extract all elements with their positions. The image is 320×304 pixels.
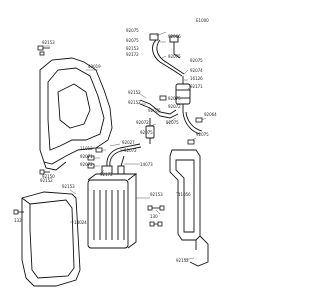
canister-cover xyxy=(21,191,81,287)
canister-bracket xyxy=(169,149,209,267)
part-label: 92072 xyxy=(136,120,149,125)
part-label: 92027 xyxy=(122,140,135,145)
part-label: 92075 xyxy=(126,38,139,43)
charcoal-canister xyxy=(87,165,138,249)
leader-lines xyxy=(44,31,207,261)
separator-valve xyxy=(175,76,191,112)
part-label: 92172 xyxy=(100,172,113,177)
part-label: 49019 xyxy=(88,64,101,69)
part-label: 92075 xyxy=(166,120,179,125)
side-shield xyxy=(39,57,113,171)
ref-code: E1000 xyxy=(196,18,209,23)
part-label: 92171 xyxy=(190,84,203,89)
bolt-cover-left xyxy=(13,209,24,215)
part-label: 92152 xyxy=(128,90,141,95)
part-label: 92071 xyxy=(80,154,93,159)
upper-hose xyxy=(149,33,185,77)
part-label: 92153 xyxy=(42,40,55,45)
part-label: 14024 xyxy=(74,220,87,225)
part-label: 92064 xyxy=(204,112,217,117)
part-label: 92075 xyxy=(190,58,203,63)
part-label: 92066 xyxy=(168,34,181,39)
part-label: 92075 xyxy=(126,28,139,33)
part-label: 16126 xyxy=(190,76,203,81)
part-label: 92075 xyxy=(148,108,161,113)
bolt-shield-bottom xyxy=(39,169,50,175)
part-labels: 92153 49019 92152 92075 92075 92172 9206… xyxy=(14,28,217,263)
part-label: 92075 xyxy=(196,132,209,137)
part-label: 11012 xyxy=(80,146,93,151)
part-label: 11056 xyxy=(178,192,191,197)
part-label: 92152 xyxy=(128,100,141,105)
part-label: 14073 xyxy=(140,162,153,167)
part-label: 92075 xyxy=(140,130,153,135)
part-label: 92075 xyxy=(168,96,181,101)
bolt-top-left xyxy=(37,45,50,56)
part-label: 92072 xyxy=(124,148,137,153)
bracket-bolts xyxy=(147,205,165,227)
part-label: 92072 xyxy=(168,104,181,109)
part-label: 130 xyxy=(150,214,158,219)
part-label: 92152 xyxy=(40,178,53,183)
part-label: 92153 xyxy=(126,46,139,51)
part-label: 92075 xyxy=(168,54,181,59)
part-label: 92153 xyxy=(150,192,163,197)
part-label: 132 xyxy=(14,218,22,223)
part-label: 92150 xyxy=(42,174,55,179)
part-label: 92072 xyxy=(80,162,93,167)
parts-diagram: E1000 xyxy=(13,18,217,287)
part-label: 92153 xyxy=(62,184,75,189)
part-label: 92152 xyxy=(176,258,189,263)
parts-diagram-svg: E1000 xyxy=(13,18,217,287)
part-label: 92074 xyxy=(190,68,203,73)
canister-hose xyxy=(106,143,142,167)
part-label: 92172 xyxy=(126,52,139,57)
